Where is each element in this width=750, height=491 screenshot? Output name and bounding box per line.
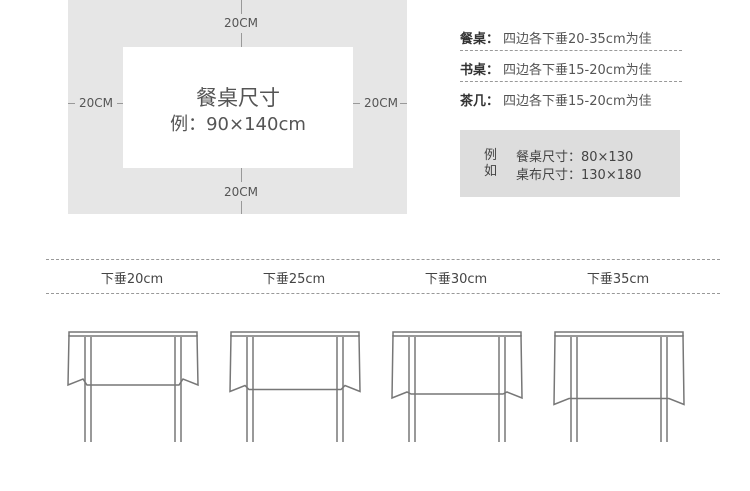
- rule-name: 茶几：: [460, 94, 500, 109]
- dim-label-top: 20CM: [224, 16, 259, 30]
- dim-line-right-inner: [353, 103, 360, 104]
- table-top-area: [123, 47, 353, 168]
- dim-line-right-outer: [400, 103, 407, 104]
- rule-dining-table: 餐桌：四边各下垂20-35cm为佳: [460, 28, 680, 47]
- example-cloth-size: 桌布尺寸：130×180: [516, 168, 642, 183]
- section-divider-top: [46, 259, 720, 260]
- drop-label-30: 下垂30cm: [424, 272, 488, 287]
- tablecloth-drape: [553, 334, 685, 406]
- table-top: [554, 331, 684, 337]
- dim-label-right: 20CM: [364, 96, 399, 110]
- dim-line-left-inner: [117, 103, 123, 104]
- drop-label-35: 下垂35cm: [586, 272, 650, 287]
- rule-name: 餐桌：: [460, 32, 500, 47]
- rule-text: 四边各下垂20-35cm为佳: [503, 32, 652, 47]
- dim-line-bottom-lower: [241, 201, 242, 214]
- rule-desk: 书桌：四边各下垂15-20cm为佳: [460, 59, 680, 78]
- drop-label-25: 下垂25cm: [262, 272, 326, 287]
- dim-label-left: 20CM: [79, 96, 114, 110]
- rule-divider: [460, 81, 682, 82]
- rule-divider: [460, 50, 682, 51]
- tablecloth-drape: [67, 334, 199, 387]
- tablecloth-drape: [391, 334, 523, 400]
- dim-line-bottom-upper: [241, 168, 242, 182]
- example-table-size: 餐桌尺寸：80×130: [516, 150, 634, 165]
- example-tag-char: 例: [484, 148, 498, 163]
- dim-label-bottom: 20CM: [224, 185, 259, 199]
- rule-text: 四边各下垂15-20cm为佳: [503, 63, 652, 78]
- section-divider-bottom: [46, 293, 720, 294]
- tablecloth-drape: [229, 334, 361, 393]
- example-box: [460, 130, 680, 197]
- table-size-example: 例：90×140cm: [170, 114, 306, 135]
- table-top: [392, 331, 522, 337]
- rule-coffee-table: 茶几：四边各下垂15-20cm为佳: [460, 90, 680, 109]
- rule-text: 四边各下垂15-20cm为佳: [503, 94, 652, 109]
- dim-line-top-lower: [241, 33, 242, 47]
- drop-label-20: 下垂20cm: [100, 272, 164, 287]
- example-tag: 例 如: [484, 148, 498, 180]
- table-top: [230, 331, 360, 337]
- dim-line-top-upper: [241, 0, 242, 14]
- example-tag-char: 如: [484, 164, 498, 179]
- table-top: [68, 331, 198, 337]
- dim-line-left-outer: [68, 103, 75, 104]
- rule-name: 书桌：: [460, 63, 500, 78]
- table-size-title: 餐桌尺寸: [196, 86, 280, 110]
